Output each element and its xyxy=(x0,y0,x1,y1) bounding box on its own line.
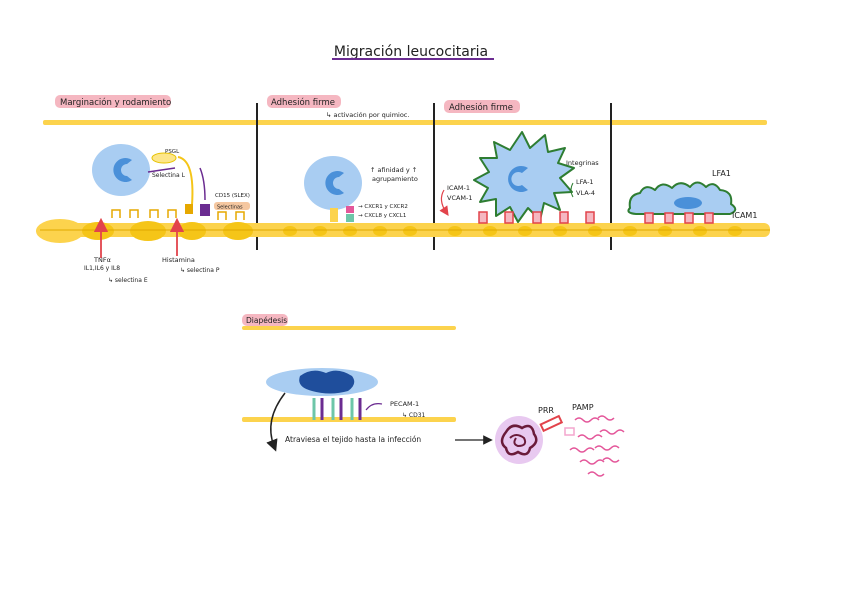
cd15-label: CD15 (SLEX) xyxy=(215,193,250,199)
section-adhesion-2: Adhesión firme Integrinas LFA-1 VLA-4 IC… xyxy=(439,100,599,224)
selectina-p-label: ↳ selectina P xyxy=(180,267,220,274)
activacion-label: ↳ activación por quimioc. xyxy=(326,111,409,119)
section-label-diapedesis: Diapédesis xyxy=(246,316,287,325)
diapedesis-bottom-line xyxy=(242,417,456,422)
prr-label: PRR xyxy=(538,406,554,415)
icam-label: ICAM-1 xyxy=(447,184,470,192)
section-panel-4: LFA1 ICAM1 xyxy=(627,169,757,224)
section-label-marginacion: Marginación y rodamiento xyxy=(60,97,171,108)
histamina-label: Histamina xyxy=(162,256,195,264)
psgl-anchor xyxy=(185,204,193,214)
vcam-label: VCAM-1 xyxy=(447,194,473,202)
selectinas-bg xyxy=(214,202,250,210)
section-diapedesis: Diapédesis PECAM-1 ↳ CD31 Atraviesa el t… xyxy=(242,314,625,477)
icam1-label: ICAM1 xyxy=(732,211,757,220)
selectinas-label: Selectinas xyxy=(217,205,243,211)
cxcr-label: → CXCR1 y CXCR2 xyxy=(358,204,408,210)
chemokine-receptor xyxy=(346,206,354,213)
psgl-link xyxy=(177,156,194,206)
transmigrating-nucleus xyxy=(299,370,355,394)
pamp-label: PAMP xyxy=(572,403,594,412)
vla-label: VLA-4 xyxy=(576,189,595,197)
agrupamiento-label: agrupamiento xyxy=(372,175,418,183)
prr-receptor xyxy=(539,414,564,433)
psgl-ligand xyxy=(151,152,177,164)
selectina-l-label: Selectina L xyxy=(152,172,186,179)
afinidad-label: ↑ afinidad y ↑ xyxy=(370,166,417,174)
lfa1-label: LFA1 xyxy=(712,169,731,178)
atraviesa-label: Atraviesa el tejido hasta la infección xyxy=(285,435,421,444)
diapedesis-top-line xyxy=(242,326,456,330)
integrinas-label: Integrinas xyxy=(566,159,599,167)
migration-arrow xyxy=(266,392,286,452)
section-label-adhesion-2: Adhesión firme xyxy=(449,102,513,113)
tnf-label: TNFα xyxy=(93,256,111,264)
lfa-label: LFA-1 xyxy=(576,178,594,186)
icam1-receptors xyxy=(644,212,714,224)
activated-leukocyte xyxy=(473,131,575,223)
page-title: Migración leucocitaria xyxy=(334,44,488,60)
selectina-e-label: ↳ selectina E xyxy=(108,277,148,284)
endothelium-band xyxy=(36,219,770,243)
psgl-label: PSGL xyxy=(165,149,180,155)
phagocyte-cell xyxy=(495,416,543,464)
section-adhesion-1: Adhesión firme ↳ activación por quimioc.… xyxy=(267,95,418,222)
pamp-molecule xyxy=(564,427,575,436)
section-marginacion: Marginación y rodamiento PSGL Selectina … xyxy=(55,95,250,284)
section-label-bg xyxy=(55,95,171,108)
integrin-stem xyxy=(330,208,338,222)
chemokine xyxy=(346,214,354,222)
selectin-receptors xyxy=(111,209,245,220)
vessel-top-line xyxy=(43,120,767,125)
leukocyte-nucleus xyxy=(113,158,132,182)
cd31-label: ↳ CD31 xyxy=(402,412,426,419)
selectina-l-anchor xyxy=(200,204,210,216)
section-label-adhesion-1: Adhesión firme xyxy=(271,97,335,108)
icam-receptors xyxy=(478,211,595,224)
pecam-label: PECAM-1 xyxy=(390,400,419,408)
pecam-receptors xyxy=(312,398,362,420)
flattened-leukocyte xyxy=(627,181,737,215)
il-label: IL1,IL6 y IL8 xyxy=(84,265,120,272)
cxcl-label: → CXCL8 y CXCL1 xyxy=(358,213,406,219)
pathogens xyxy=(569,415,625,477)
leukocyte-nucleus-2 xyxy=(325,171,344,195)
